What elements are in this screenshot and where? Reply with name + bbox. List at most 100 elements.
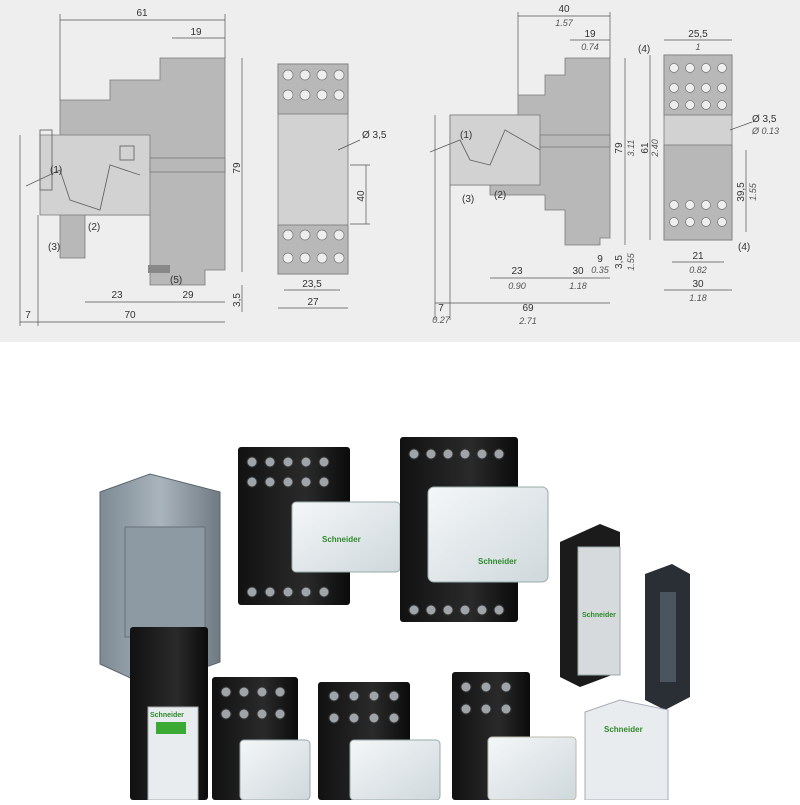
ssr2-brand: Schneider [604,725,643,734]
terminal-pin [316,89,328,101]
r-dim-0-90: 0.90 [508,281,526,291]
screw-terminal [264,456,276,468]
terminal-pin [316,252,328,264]
r-dim-23: 23 [511,266,523,277]
r-dim-1-57: 1.57 [555,18,574,28]
dim-hole-3-5: Ø 3,5 [362,130,387,141]
dim-29: 29 [182,290,194,301]
r-dim-7: 7 [438,303,444,314]
screw-terminal [388,690,400,702]
dim-79: 79 [232,162,243,174]
r-dim-3-5: 3,5 [614,255,625,269]
left-front-view: 40 Ø 3,5 23,5 27 [277,63,387,309]
callout-5: (5) [170,275,182,286]
callout-3: (3) [48,242,60,253]
screw-terminal [476,604,488,616]
relay-1-brand: Schneider [322,535,361,544]
dim-61: 61 [136,8,148,19]
screw-terminal [480,703,492,715]
screw-terminal [408,604,420,616]
screw-terminal [300,476,312,488]
dim-40: 40 [356,190,367,202]
screw-terminal [282,586,294,598]
screw-terminal [388,712,400,724]
rf-dim-30: 30 [692,279,704,290]
screw-terminal [328,712,340,724]
terminal-pin [669,100,679,110]
screw-terminal [274,708,286,720]
dim-23: 23 [111,290,123,301]
relay-product-photo: Schneider Schneider Schneider [99,437,690,801]
screw-terminal [282,476,294,488]
screw-terminal [282,456,294,468]
rf-dim-1-18: 1.18 [689,293,707,303]
r-callout-2: (2) [494,190,506,201]
screw-terminal [238,686,250,698]
rf-dim-hole: Ø 3,5 [752,114,777,125]
terminal-pin [333,252,345,264]
screw-terminal [318,476,330,488]
screw-terminal [368,690,380,702]
r-callout-3: (3) [462,194,474,205]
screw-terminal [442,604,454,616]
ssr-brand: Schneider [582,612,616,619]
screw-terminal [300,586,312,598]
screw-terminal [246,586,258,598]
screw-terminal [459,448,471,460]
r-dim-40: 40 [558,4,570,15]
dim-3-5: 3,5 [232,293,243,307]
terminal-pin [685,83,695,93]
rf-callout-4-top: (4) [638,44,650,55]
screw-terminal [256,708,268,720]
screw-terminal [300,456,312,468]
screw-terminal [318,456,330,468]
rf-dim-2-40: 2.40 [650,139,660,158]
terminal-pin [333,69,345,81]
dim-19: 19 [190,27,202,38]
r-dim-2-71: 2.71 [518,316,537,326]
terminal-pin [717,200,727,210]
screw-terminal [348,712,360,724]
screw-terminal [246,456,258,468]
screw-terminal [408,448,420,460]
screw-terminal [460,703,472,715]
terminal-pin [685,100,695,110]
terminal-pin [701,83,711,93]
rf-dim-1-55: 1.55 [748,182,758,201]
screw-terminal [274,686,286,698]
black-socket-1: Schneider [238,447,401,605]
screw-terminal [425,604,437,616]
screw-terminal [318,586,330,598]
rf-dim-61: 61 [640,142,651,154]
terminal-pin [717,217,727,227]
timer-brand: Schneider [150,712,184,719]
r-callout-1: (1) [460,130,472,141]
r-dim-19: 19 [584,29,596,40]
screw-terminal [493,448,505,460]
screw-terminal [256,686,268,698]
r-dim-79: 79 [614,142,625,154]
product-photo-panel: Schneider Schneider Schneider [0,342,800,801]
terminal-pin [333,89,345,101]
timer-module: Schneider [130,627,208,801]
r-dim-0-74: 0.74 [581,42,599,52]
terminal-pin [717,83,727,93]
screw-terminal [328,690,340,702]
dim-7: 7 [25,310,31,321]
black-socket-5 [452,672,577,801]
dimension-drawing-panel: 61 19 79 3,5 23 29 7 70 (1) (2) (3) (5) [0,0,800,342]
terminal-pin [669,217,679,227]
black-socket-2: Schneider [400,437,549,622]
terminal-pin [316,229,328,241]
r-dim-1-55-side: 1.55 [626,252,636,271]
terminal-pin [282,69,294,81]
screw-terminal [425,448,437,460]
terminal-pin [282,252,294,264]
screw-terminal [264,476,276,488]
terminal-pin [685,63,695,73]
solid-state-relay-2: Schneider [584,699,669,801]
terminal-pin [717,63,727,73]
slim-relay [645,564,690,710]
r-dim-0-35: 0.35 [591,265,610,275]
